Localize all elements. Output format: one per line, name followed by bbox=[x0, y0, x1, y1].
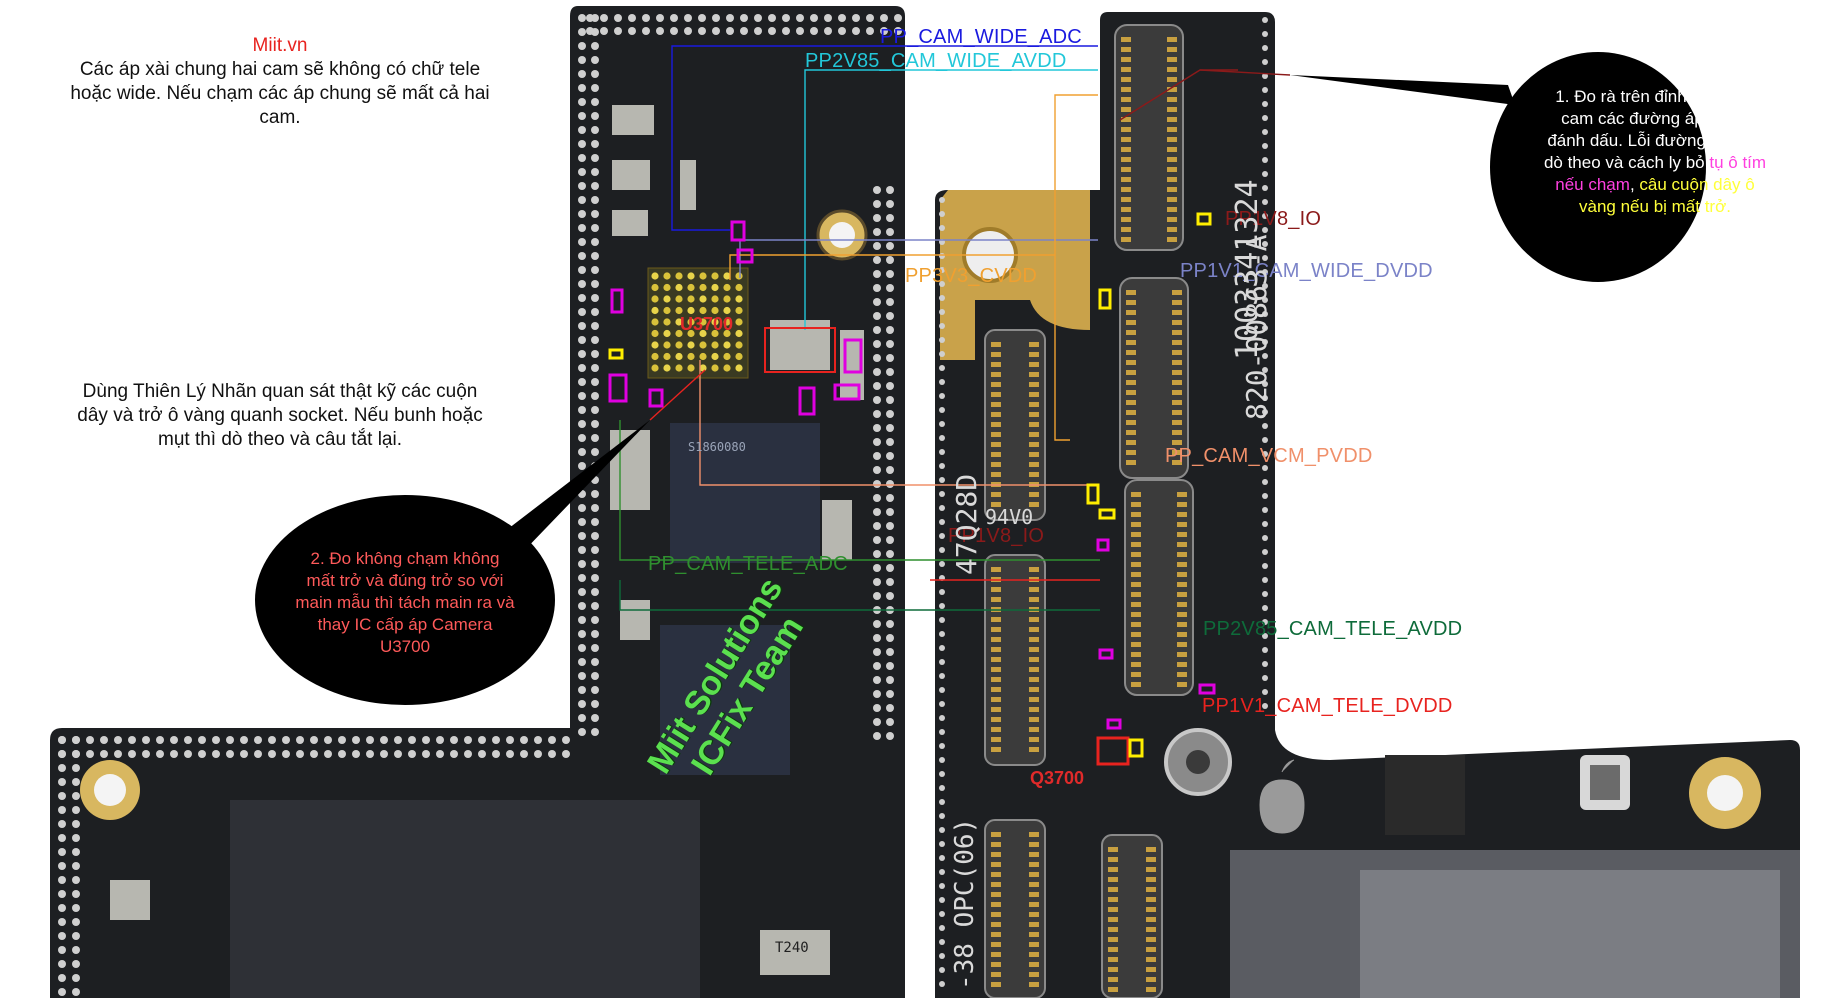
signal-traces bbox=[619, 45, 1238, 611]
label-cam-tele-dvdd: PP1V1_CAM_TELE_DVDD bbox=[1202, 695, 1453, 717]
trace-cam-wide-avdd bbox=[804, 69, 1098, 330]
chip-pmic-lower bbox=[660, 625, 790, 775]
note-top-left-text: Các áp xài chung hai cam sẽ không có chữ… bbox=[70, 59, 490, 128]
right-board bbox=[935, 12, 1800, 998]
u3700-balls bbox=[651, 272, 743, 372]
silk-num4: -38 OPC(06) bbox=[950, 817, 980, 990]
bubble-right bbox=[1490, 52, 1706, 282]
silk-num2: 47Q28D bbox=[950, 473, 983, 575]
label-q3700: Q3700 bbox=[1030, 768, 1085, 788]
label-u3700: U3700 bbox=[680, 314, 734, 334]
note-top-left: Miit.vn Các áp xài chung hai cam sẽ khôn… bbox=[70, 34, 490, 130]
apple-logo bbox=[1259, 759, 1305, 834]
bubble-left bbox=[255, 495, 555, 705]
silk-num3: 94V0 bbox=[985, 505, 1034, 529]
note-mid-left: Dùng Thiên Lý Nhãn quan sát thật kỹ các … bbox=[75, 380, 485, 452]
label-cam-wide-dvdd: PP1V1_CAM_WIDE_DVDD bbox=[1180, 260, 1433, 282]
label-cam-tele-avdd: PP2V85_CAM_TELE_AVDD bbox=[1203, 618, 1463, 640]
edge-vias bbox=[58, 14, 1268, 996]
label-cam-wide-avdd: PP2V85_CAM_WIDE_AVDD bbox=[805, 50, 1067, 72]
label-cam-tele-adc: PP_CAM_TELE_ADC bbox=[648, 553, 848, 575]
trace-cvdd-left bbox=[729, 254, 1055, 280]
trace-cam-wide-adc bbox=[671, 45, 1098, 231]
bubble-right-text: 1. Đo rà trên đỉnh socket 2 cam các đườn… bbox=[1543, 87, 1767, 216]
chip-pmic-upper bbox=[670, 423, 820, 563]
label-pp3v3-cvdd: PP3V3_CVDD bbox=[905, 265, 1038, 287]
chip-nand bbox=[230, 800, 700, 998]
note-mid-left-text: Dùng Thiên Lý Nhãn quan sát thật kỹ các … bbox=[77, 381, 483, 450]
brand-label: Miit.vn bbox=[252, 35, 308, 56]
trace-tele-avdd bbox=[619, 580, 1100, 611]
silk-chip2: T240 bbox=[775, 940, 809, 956]
bubble-left-text: 2. Đo không chạm không mất trở và đúng t… bbox=[295, 549, 515, 656]
silk-num1: 1003341324 bbox=[1230, 179, 1265, 360]
trace-red-u3700 bbox=[649, 369, 706, 421]
trace-pp3v3-cvdd bbox=[1054, 94, 1098, 441]
silk-chip1: S1860080 bbox=[688, 440, 746, 454]
label-cam-wide-adc: PP_CAM_WIDE_ADC bbox=[880, 26, 1082, 48]
label-pp1v8-io-top: PP1V8_IO bbox=[1225, 208, 1322, 230]
trace-vcm bbox=[699, 360, 1098, 486]
label-pp1v8-io-mid: PP1V8_IO bbox=[948, 525, 1045, 547]
label-cam-vcm-pvdd: PP_CAM_VCM_PVDD bbox=[1165, 445, 1373, 467]
marker-boxes bbox=[608, 212, 1216, 766]
passives-left bbox=[110, 105, 864, 975]
chip-bottom-right bbox=[1385, 755, 1465, 835]
trace-tele-adc bbox=[619, 420, 1100, 561]
